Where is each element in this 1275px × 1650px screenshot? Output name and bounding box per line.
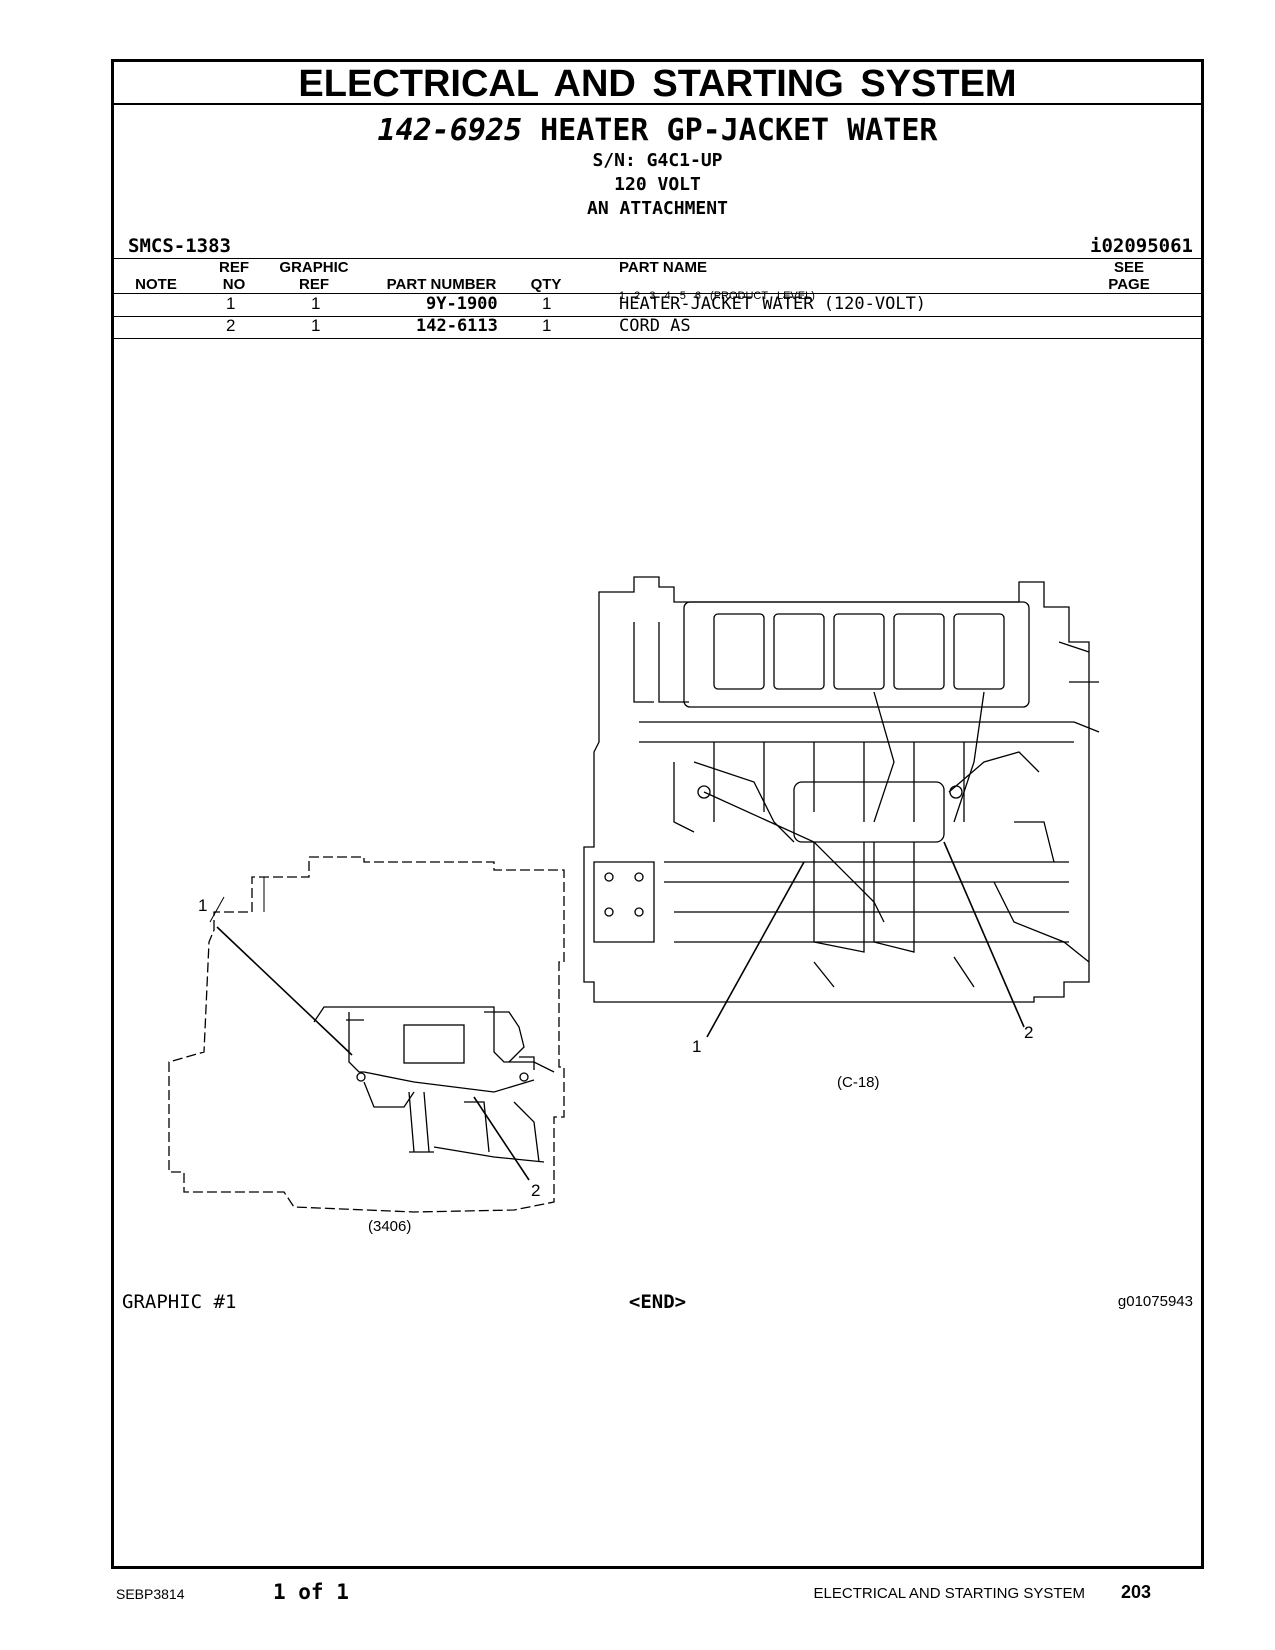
col-ref-no-line1: REF — [219, 259, 249, 276]
group-title: 142-6925 HEATER GP-JACKET WATER — [114, 113, 1201, 148]
voltage: 120 VOLT — [614, 174, 701, 195]
col-qty: QTY — [530, 276, 562, 293]
footer-system-name: ELECTRICAL AND STARTING SYSTEM — [813, 1585, 1085, 1602]
row-qty: 1 — [542, 316, 552, 335]
group-name: HEATER GP-JACKET WATER — [540, 113, 938, 148]
table-top-rule — [114, 258, 1201, 259]
attachment: AN ATTACHMENT — [587, 198, 728, 219]
col-see-page-line2: PAGE — [1108, 276, 1150, 293]
engine-3406-drawing — [168, 856, 565, 1213]
right-caption: (C-18) — [837, 1074, 880, 1091]
graphic-id: g01075943 — [1117, 1293, 1193, 1310]
serial-number: S/N: G4C1-UP — [592, 150, 723, 171]
row-part-number: 142-6113 — [416, 316, 498, 336]
col-ref-no-line2: NO — [222, 276, 246, 293]
row-part-number: 9Y-1900 — [426, 294, 498, 314]
right-leader-1 — [706, 861, 805, 1038]
row-ref-no: 1 — [226, 294, 236, 313]
left-callout-1: 1 — [198, 896, 208, 915]
right-leader-2 — [943, 841, 1025, 1028]
row-part-name: HEATER-JACKET WATER (120-VOLT) — [619, 294, 927, 314]
left-caption: (3406) — [368, 1218, 412, 1235]
left-leader-2 — [473, 1096, 530, 1181]
section-title: ELECTRICAL AND STARTING SYSTEM — [114, 62, 1201, 105]
group-number: 142-6925 — [377, 113, 523, 148]
graphic-label: GRAPHIC #1 — [122, 1291, 237, 1313]
row-rule — [114, 338, 1201, 339]
left-leader-1 — [216, 926, 353, 1056]
right-callout-1: 1 — [692, 1037, 702, 1056]
document-id: SEBP3814 — [116, 1586, 185, 1602]
left-callout-2: 2 — [531, 1181, 541, 1200]
engine-c18-drawing — [583, 576, 1100, 1038]
col-see-page-line1: SEE — [1113, 259, 1144, 276]
right-callout-2: 2 — [1024, 1023, 1034, 1042]
col-part-number: PART NUMBER — [386, 276, 497, 293]
page-frame: ELECTRICAL AND STARTING SYSTEM 142-6925 … — [111, 59, 1204, 1569]
page-number: 203 — [1120, 1582, 1151, 1602]
col-graphic-ref-line2: REF — [299, 276, 329, 293]
col-see-page: SEE PAGE — [1094, 259, 1164, 293]
col-graphic-ref: GRAPHIC REF — [274, 259, 354, 293]
engine-illustration — [168, 576, 1100, 1213]
col-note: NOTE — [135, 276, 177, 293]
row-part-name: CORD AS — [619, 316, 691, 336]
row-qty: 1 — [542, 294, 552, 313]
col-part-name: PART NAME — [619, 259, 708, 276]
col-graphic-ref-line1: GRAPHIC — [279, 259, 349, 276]
col-ref-no: REF NO — [209, 259, 259, 293]
row-graphic-ref: 1 — [311, 316, 321, 335]
row-rule — [114, 316, 1201, 317]
page-of: 1 of 1 — [273, 1580, 349, 1604]
row-graphic-ref: 1 — [311, 294, 321, 313]
info-id: i02095061 — [1090, 235, 1193, 257]
row-ref-no: 2 — [226, 316, 236, 335]
end-marker: <END> — [628, 1291, 687, 1313]
smcs-code: SMCS-1383 — [128, 235, 231, 257]
table-header-rule — [114, 293, 1201, 294]
